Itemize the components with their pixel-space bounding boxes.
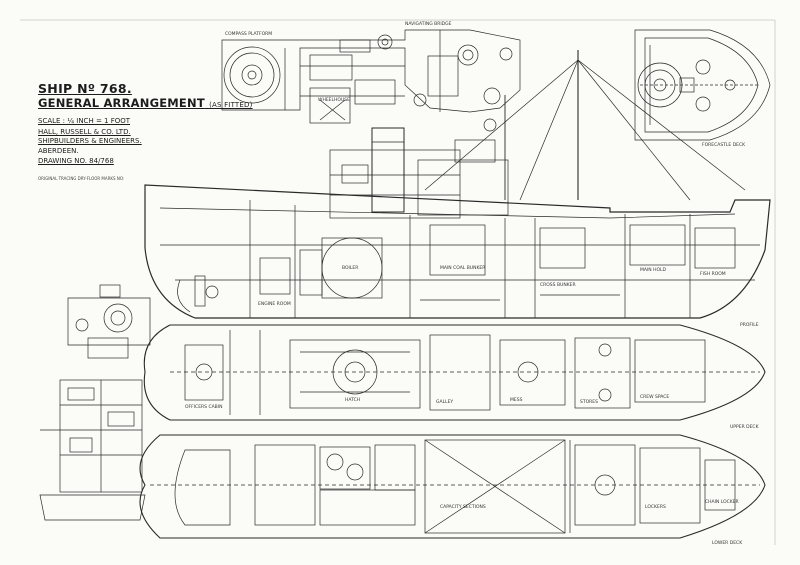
arrangement-label: GENERAL ARRANGEMENT [38, 96, 205, 110]
upper-deck-label: UPPER DECK [730, 425, 759, 430]
lockers-label: LOCKERS [645, 505, 666, 510]
cross-bunker-label: CROSS BUNKER [540, 283, 576, 288]
navigating-bridge-label: NAVIGATING BRIDGE [405, 22, 452, 27]
drawing-title: GENERAL ARRANGEMENT (AS FITTED) [38, 96, 253, 110]
forecastle-deck-plan [634, 29, 771, 141]
hatch-label: HATCH [345, 398, 361, 403]
officers-cabin-label: OFFICERS CABIN [185, 405, 223, 410]
galley-label: GALLEY [436, 400, 454, 405]
profile-label: PROFILE [740, 323, 759, 328]
main-coal-bunker-label: MAIN COAL BUNKER [440, 266, 486, 271]
compass-platform-label: COMPASS PLATFORM [225, 32, 273, 37]
crew-space-label: CREW SPACE [640, 395, 670, 400]
boiler-label: BOILER [342, 266, 359, 271]
engine-room-label: ENGINE ROOM [258, 302, 291, 307]
as-fitted-label: (AS FITTED) [209, 101, 253, 109]
tracing-note: ORIGINAL TRACING DRY-FLOOR MARKS NO: [38, 176, 125, 181]
main-hold-label: MAIN HOLD [640, 268, 666, 273]
wheelhouse-label: WHEELHOUSE [318, 98, 350, 103]
stores-label: STORES [580, 400, 598, 405]
upper-deck-plan [143, 324, 766, 421]
mess-label: MESS [510, 398, 523, 403]
bridge-plan [221, 29, 521, 132]
engineers-label: SHIPBUILDERS & ENGINEERS. [38, 137, 142, 145]
stern-details [67, 284, 151, 359]
builder-label: HALL, RUSSELL & CO. LTD. [38, 128, 131, 136]
capacity-sections-label: CAPACITY SECTIONS [440, 505, 486, 510]
ship-number: SHIP Nº 768. [38, 81, 132, 96]
chain-locker-label: CHAIN LOCKER [705, 500, 739, 505]
forecastle-deck-label: FORECASTLE DECK [702, 143, 746, 148]
fish-room-label: FISH ROOM [700, 272, 726, 277]
lower-deck-label: LOWER DECK [712, 541, 743, 546]
drawing-number: DRAWING NO. 84/768 [38, 157, 114, 165]
city-label: ABERDEEN. [38, 147, 79, 155]
profile-elevation [144, 50, 771, 319]
lower-deck-plan [139, 434, 766, 539]
midship-section [39, 379, 146, 521]
scale-label: SCALE : ¼ INCH = 1 FOOT [38, 117, 131, 125]
